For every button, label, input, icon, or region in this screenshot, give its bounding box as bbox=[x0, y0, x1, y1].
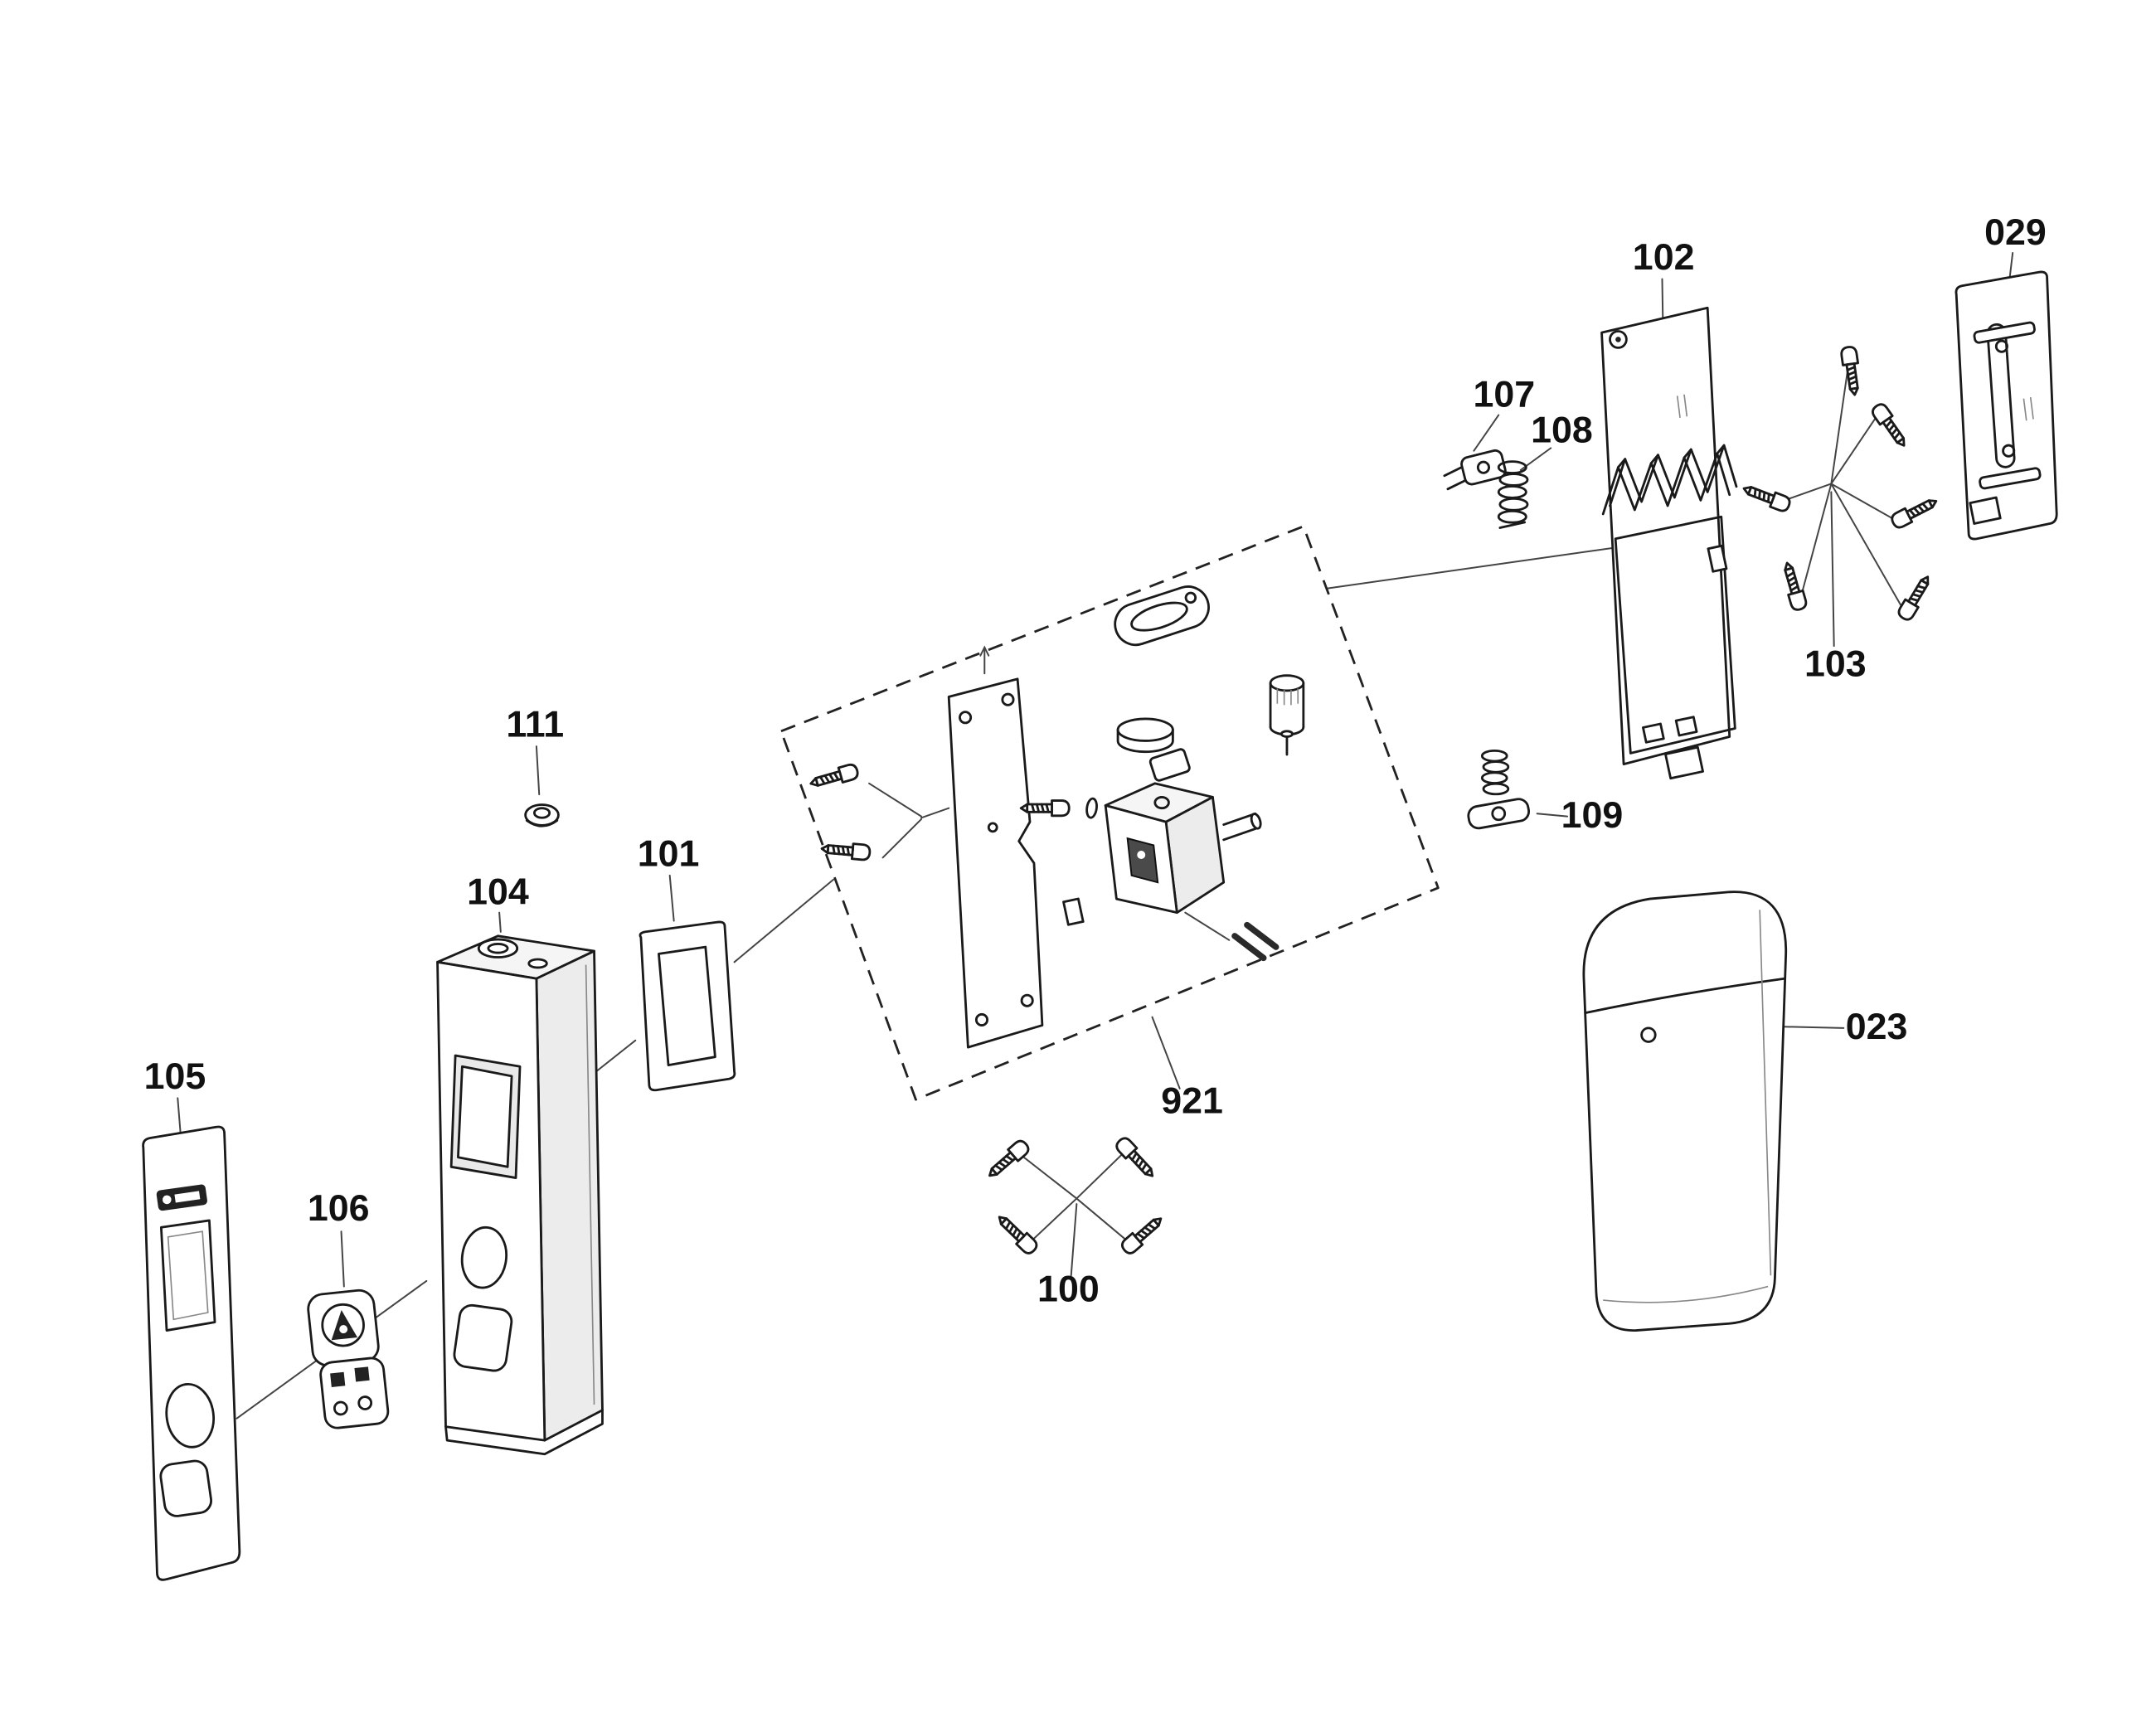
part-labels: 105 106 104 111 101 921 100 107 108 102 … bbox=[144, 211, 2047, 1310]
label-106: 106 bbox=[308, 1187, 370, 1229]
part-enclosure-023 bbox=[1582, 891, 1788, 1332]
label-108: 108 bbox=[1531, 410, 1593, 451]
part-spring-108 bbox=[1497, 460, 1529, 529]
part-faceplate-105 bbox=[142, 1125, 241, 1581]
part-panel-102 bbox=[1600, 306, 1738, 780]
label-111: 111 bbox=[506, 703, 564, 745]
label-921: 921 bbox=[1161, 1080, 1223, 1122]
label-103: 103 bbox=[1804, 643, 1867, 685]
part-valve-block bbox=[1019, 748, 1262, 926]
label-029: 029 bbox=[1984, 211, 2047, 253]
part-disc bbox=[1116, 717, 1174, 754]
label-101: 101 bbox=[638, 832, 700, 874]
part-switch-106 bbox=[307, 1288, 390, 1429]
part-spring-109 bbox=[1467, 749, 1531, 830]
label-100: 100 bbox=[1037, 1269, 1100, 1310]
label-104: 104 bbox=[467, 871, 529, 913]
plate-screws bbox=[807, 761, 950, 861]
label-023: 023 bbox=[1846, 1006, 1908, 1047]
label-107: 107 bbox=[1474, 374, 1536, 415]
assembly-921 bbox=[779, 525, 1440, 1101]
part-backplate-029 bbox=[1954, 270, 2058, 541]
part-solenoid bbox=[1269, 674, 1305, 756]
part-seal bbox=[1114, 585, 1210, 647]
part-housing-104 bbox=[436, 934, 604, 1456]
part-pins bbox=[1184, 911, 1280, 962]
label-105: 105 bbox=[144, 1056, 206, 1097]
part-gasket-101 bbox=[639, 920, 736, 1092]
part-grommet-111 bbox=[524, 803, 560, 827]
part-screws-103 bbox=[1740, 344, 1941, 624]
label-109: 109 bbox=[1561, 794, 1624, 836]
part-clip-107 bbox=[1443, 449, 1507, 491]
label-102: 102 bbox=[1633, 236, 1695, 278]
part-screws-100 bbox=[983, 1134, 1168, 1258]
part-bracket-plate bbox=[947, 645, 1044, 1049]
